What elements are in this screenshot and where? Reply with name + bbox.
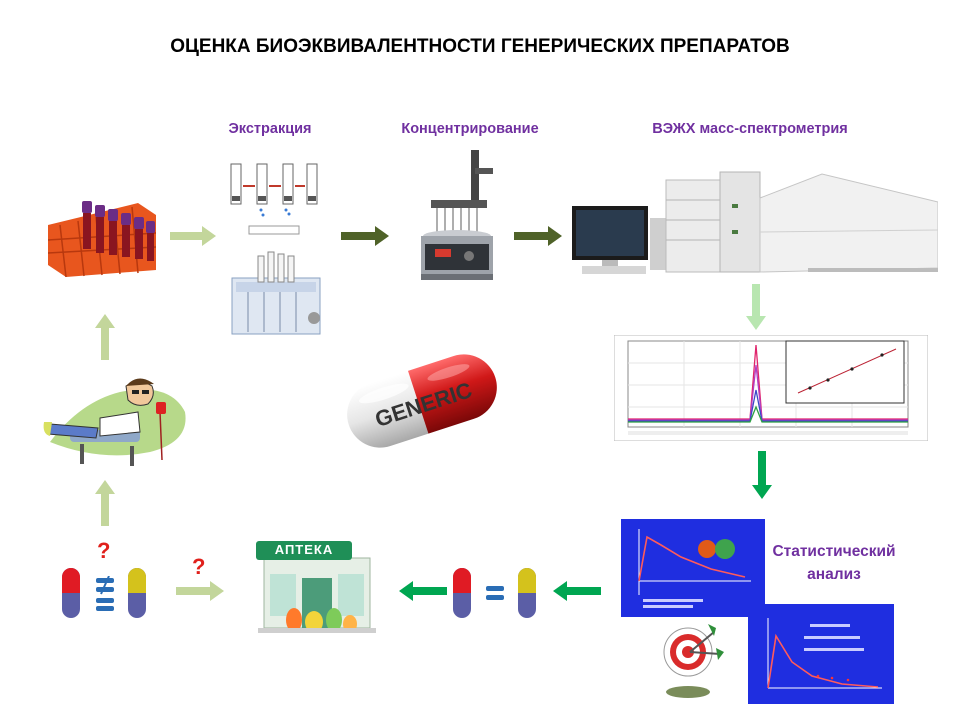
label-hplc-ms: ВЭЖХ масс-спектрометрия <box>652 121 848 137</box>
generic-capsule-icon: GENERIC <box>328 330 516 472</box>
not-equal-sign-icon <box>95 576 115 612</box>
arrow-to-chromatogram <box>746 284 766 330</box>
capsule-yellow-blue <box>518 568 536 618</box>
pharmacy-sign-text: АПТЕКА <box>274 542 334 557</box>
arrow-to-volunteer <box>95 480 115 526</box>
concentration-time-curve-icon <box>748 604 894 704</box>
arrow-to-extraction <box>170 226 216 246</box>
arrow-to-pharmacy <box>399 581 447 601</box>
nitrogen-evaporator-icon <box>413 148 499 283</box>
page-title: ОЦЕНКА БИОЭКВИВАЛЕНТНОСТИ ГЕНЕРИЧЕСКИХ П… <box>170 36 790 57</box>
arrow-to-hplc <box>514 226 562 246</box>
label-concentration: Концентрирование <box>401 121 539 137</box>
arrow-to-equal-capsules <box>553 581 601 601</box>
lc-ms-instrument-icon <box>572 168 938 278</box>
question-mark-arrow: ? <box>192 554 206 579</box>
pharmacy-building-icon <box>254 538 380 634</box>
blood-sample-tubes-icon <box>48 195 156 277</box>
capsule-red-blue <box>453 568 471 618</box>
label-statistics-line1: Статистический <box>772 543 896 560</box>
extraction-manifold-icon <box>228 248 326 338</box>
label-extraction: Экстракция <box>228 121 312 137</box>
arrow-to-blood-tubes <box>95 314 115 360</box>
capsule-yellow-blue-unequal <box>128 568 146 618</box>
arrow-to-statistics <box>752 451 772 499</box>
patient-blood-draw-icon <box>40 372 190 472</box>
pharmacy-sign <box>256 541 352 560</box>
equal-sign-icon <box>486 585 504 601</box>
target-icon <box>658 614 728 700</box>
capsule-red-blue-unequal <box>62 568 80 618</box>
solid-phase-extraction-icon <box>223 158 323 236</box>
label-statistics-line2: анализ <box>807 566 861 583</box>
arrow-to-concentration <box>341 226 389 246</box>
pharmacokinetic-curve-icon <box>621 519 765 617</box>
question-mark-equivalence: ? <box>97 538 111 563</box>
arrow-capsules-to-pharmacy <box>176 581 224 601</box>
chromatogram-icon <box>614 335 928 441</box>
